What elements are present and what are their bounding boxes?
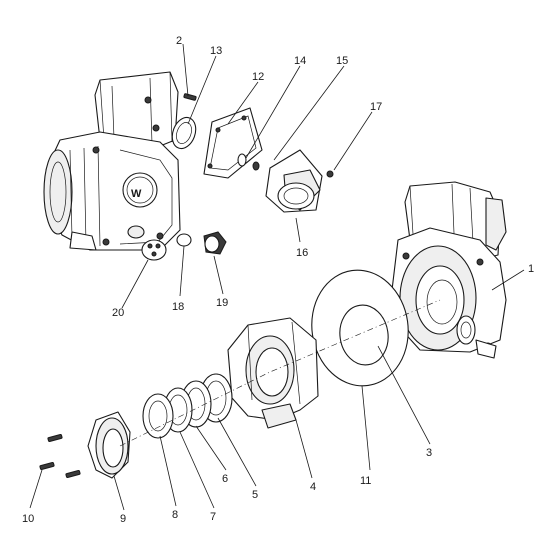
callout-10: 10 (22, 513, 34, 525)
callout-7: 7 (210, 511, 216, 523)
center-axis (119, 299, 441, 447)
leader-lines (29, 43, 525, 511)
o-ring-13 (171, 116, 197, 150)
w-logo: W (131, 188, 142, 200)
main-housing-right (391, 181, 507, 359)
cover-ring-9 (87, 411, 131, 479)
o-ring-18 (176, 233, 192, 247)
callout-13: 13 (210, 45, 222, 57)
hub-20 (141, 239, 167, 261)
callout-9: 9 (120, 513, 126, 525)
callout-6: 6 (222, 473, 228, 485)
engine-housing-left: W (43, 71, 181, 251)
callout-17: 17 (370, 101, 382, 113)
bolt-17 (326, 170, 334, 178)
callouts: 1 2 3 4 5 6 7 8 9 10 11 12 13 14 15 16 1… (22, 35, 534, 525)
washer-14 (237, 153, 260, 171)
ring-3 (339, 304, 389, 366)
callout-3: 3 (426, 447, 432, 459)
stud-2 (183, 93, 197, 101)
callout-20: 20 (112, 307, 124, 319)
callout-2: 2 (176, 35, 182, 47)
callout-15: 15 (336, 55, 348, 67)
callout-12: 12 (252, 71, 264, 83)
screws-10 (39, 433, 81, 479)
callout-19: 19 (216, 297, 228, 309)
volute-housing-4 (227, 317, 319, 429)
callout-4: 4 (310, 481, 316, 493)
callout-11: 11 (360, 475, 371, 487)
callout-8: 8 (172, 509, 178, 521)
callout-1: 1 (528, 263, 534, 275)
gasket-plate-12 (203, 107, 263, 179)
callout-18: 18 (172, 301, 184, 313)
plug-19 (203, 231, 227, 255)
seal-ring-8 (142, 393, 174, 439)
callout-14: 14 (294, 55, 306, 67)
callout-16: 16 (296, 247, 308, 259)
elbow-flange-16 (265, 149, 323, 213)
callout-5: 5 (252, 489, 258, 501)
